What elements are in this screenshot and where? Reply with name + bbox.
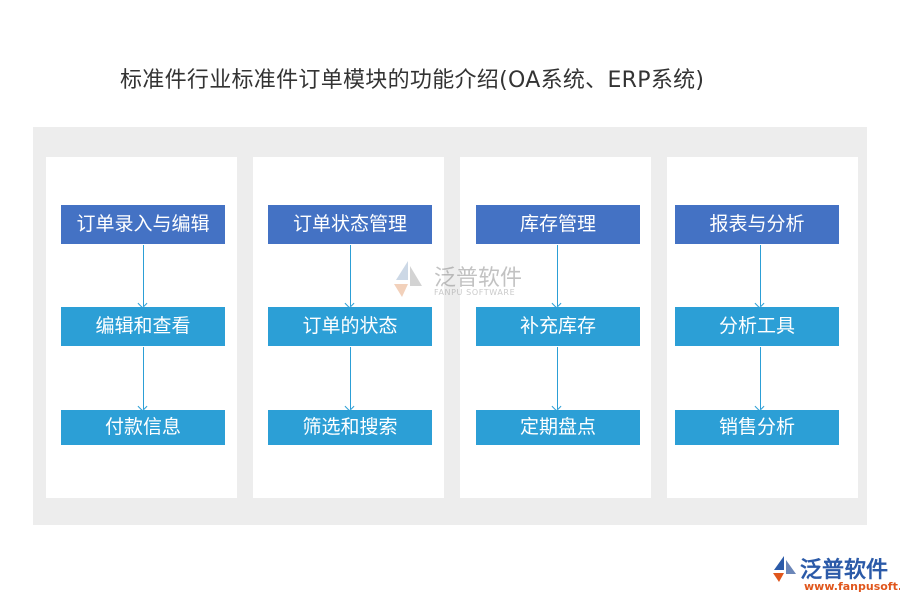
- fanpu-logo-icon: [394, 261, 422, 297]
- arrow-1b: [143, 347, 144, 409]
- node-2-1: 订单的状态: [268, 307, 432, 346]
- node-1-1: 编辑和查看: [61, 307, 225, 346]
- node-header-1: 订单录入与编辑: [61, 205, 225, 244]
- arrow-2a: [350, 245, 351, 306]
- arrow-1a: [143, 245, 144, 306]
- node-3-2: 定期盘点: [476, 410, 640, 445]
- node-header-3: 库存管理: [476, 205, 640, 244]
- node-header-2: 订单状态管理: [268, 205, 432, 244]
- arrow-4a: [760, 245, 761, 306]
- watermark-name: 泛普软件: [434, 266, 523, 291]
- diagram-title: 标准件行业标准件订单模块的功能介绍(OA系统、ERP系统): [120, 68, 705, 93]
- watermark: 泛普软件 FANPU SOFTWARE: [388, 258, 548, 302]
- node-2-2: 筛选和搜索: [268, 410, 432, 445]
- arrow-3a: [557, 245, 558, 306]
- watermark-subtitle: FANPU SOFTWARE: [434, 288, 516, 297]
- arrow-4b: [760, 347, 761, 409]
- arrow-2b: [350, 347, 351, 409]
- node-3-1: 补充库存: [476, 307, 640, 346]
- fanpu-brand-icon: [773, 556, 796, 582]
- node-1-2: 付款信息: [61, 410, 225, 445]
- node-4-1: 分析工具: [675, 307, 839, 346]
- node-4-2: 销售分析: [675, 410, 839, 445]
- node-header-4: 报表与分析: [675, 205, 839, 244]
- brand-logo: 泛普软件 www.fanpusoft.com: [768, 552, 900, 596]
- brand-name: 泛普软件: [800, 558, 889, 583]
- arrow-3b: [557, 347, 558, 409]
- brand-url: www.fanpusoft.com: [804, 580, 900, 593]
